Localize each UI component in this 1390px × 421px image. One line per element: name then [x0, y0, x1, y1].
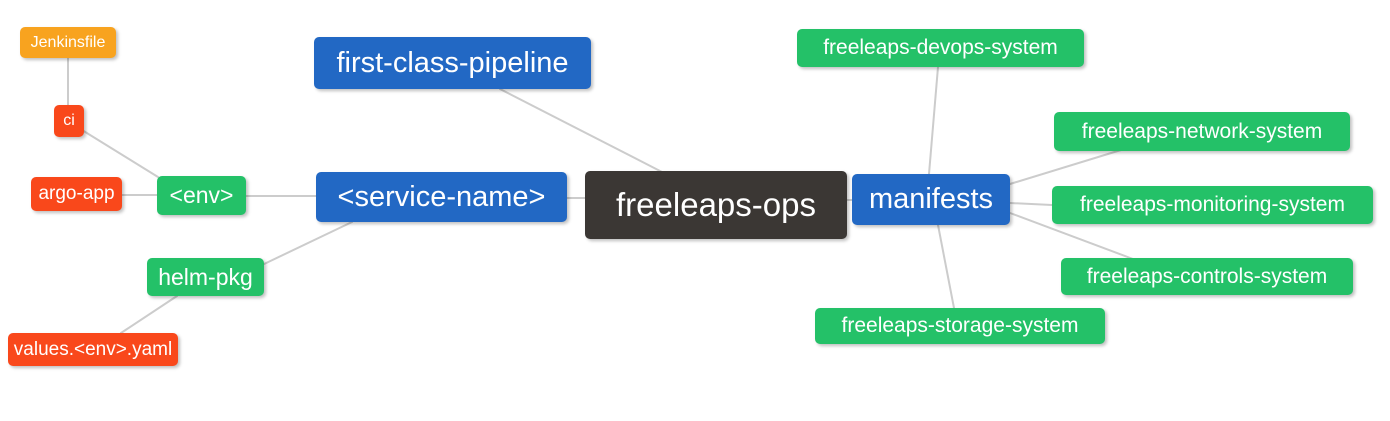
- edge-manifests-monitoring: [1009, 202, 1053, 206]
- edge-helm-pkg-service-name: [261, 221, 353, 266]
- node-ci[interactable]: ci: [54, 105, 84, 137]
- node-service-name[interactable]: <service-name>: [316, 172, 567, 222]
- edge-manifests-storage: [937, 224, 955, 309]
- node-freeleaps-devops-system[interactable]: freeleaps-devops-system: [797, 29, 1084, 67]
- node-freeleaps-storage-system[interactable]: freeleaps-storage-system: [815, 308, 1105, 344]
- node-first-class-pipeline[interactable]: first-class-pipeline: [314, 37, 591, 89]
- node-helm-pkg[interactable]: helm-pkg: [147, 258, 264, 296]
- edge-pipeline-ops: [499, 88, 663, 173]
- node-env[interactable]: <env>: [157, 176, 246, 215]
- node-freeleaps-network-system[interactable]: freeleaps-network-system: [1054, 112, 1350, 151]
- node-freeleaps-controls-system[interactable]: freeleaps-controls-system: [1061, 258, 1353, 295]
- node-argo-app[interactable]: argo-app: [31, 177, 122, 211]
- node-freeleaps-monitoring-system[interactable]: freeleaps-monitoring-system: [1052, 186, 1373, 224]
- edge-manifests-devops: [928, 66, 939, 175]
- node-manifests[interactable]: manifests: [852, 174, 1010, 225]
- node-jenkinsfile[interactable]: Jenkinsfile: [20, 27, 116, 58]
- node-freeleaps-ops-root[interactable]: freeleaps-ops: [585, 171, 847, 239]
- edge-ci-env: [81, 129, 159, 178]
- edge-manifests-controls: [1009, 212, 1134, 260]
- edge-manifests-network: [1009, 149, 1122, 185]
- edge-values-helm-pkg: [120, 295, 178, 334]
- node-values-env-yaml[interactable]: values.<env>.yaml: [8, 333, 178, 366]
